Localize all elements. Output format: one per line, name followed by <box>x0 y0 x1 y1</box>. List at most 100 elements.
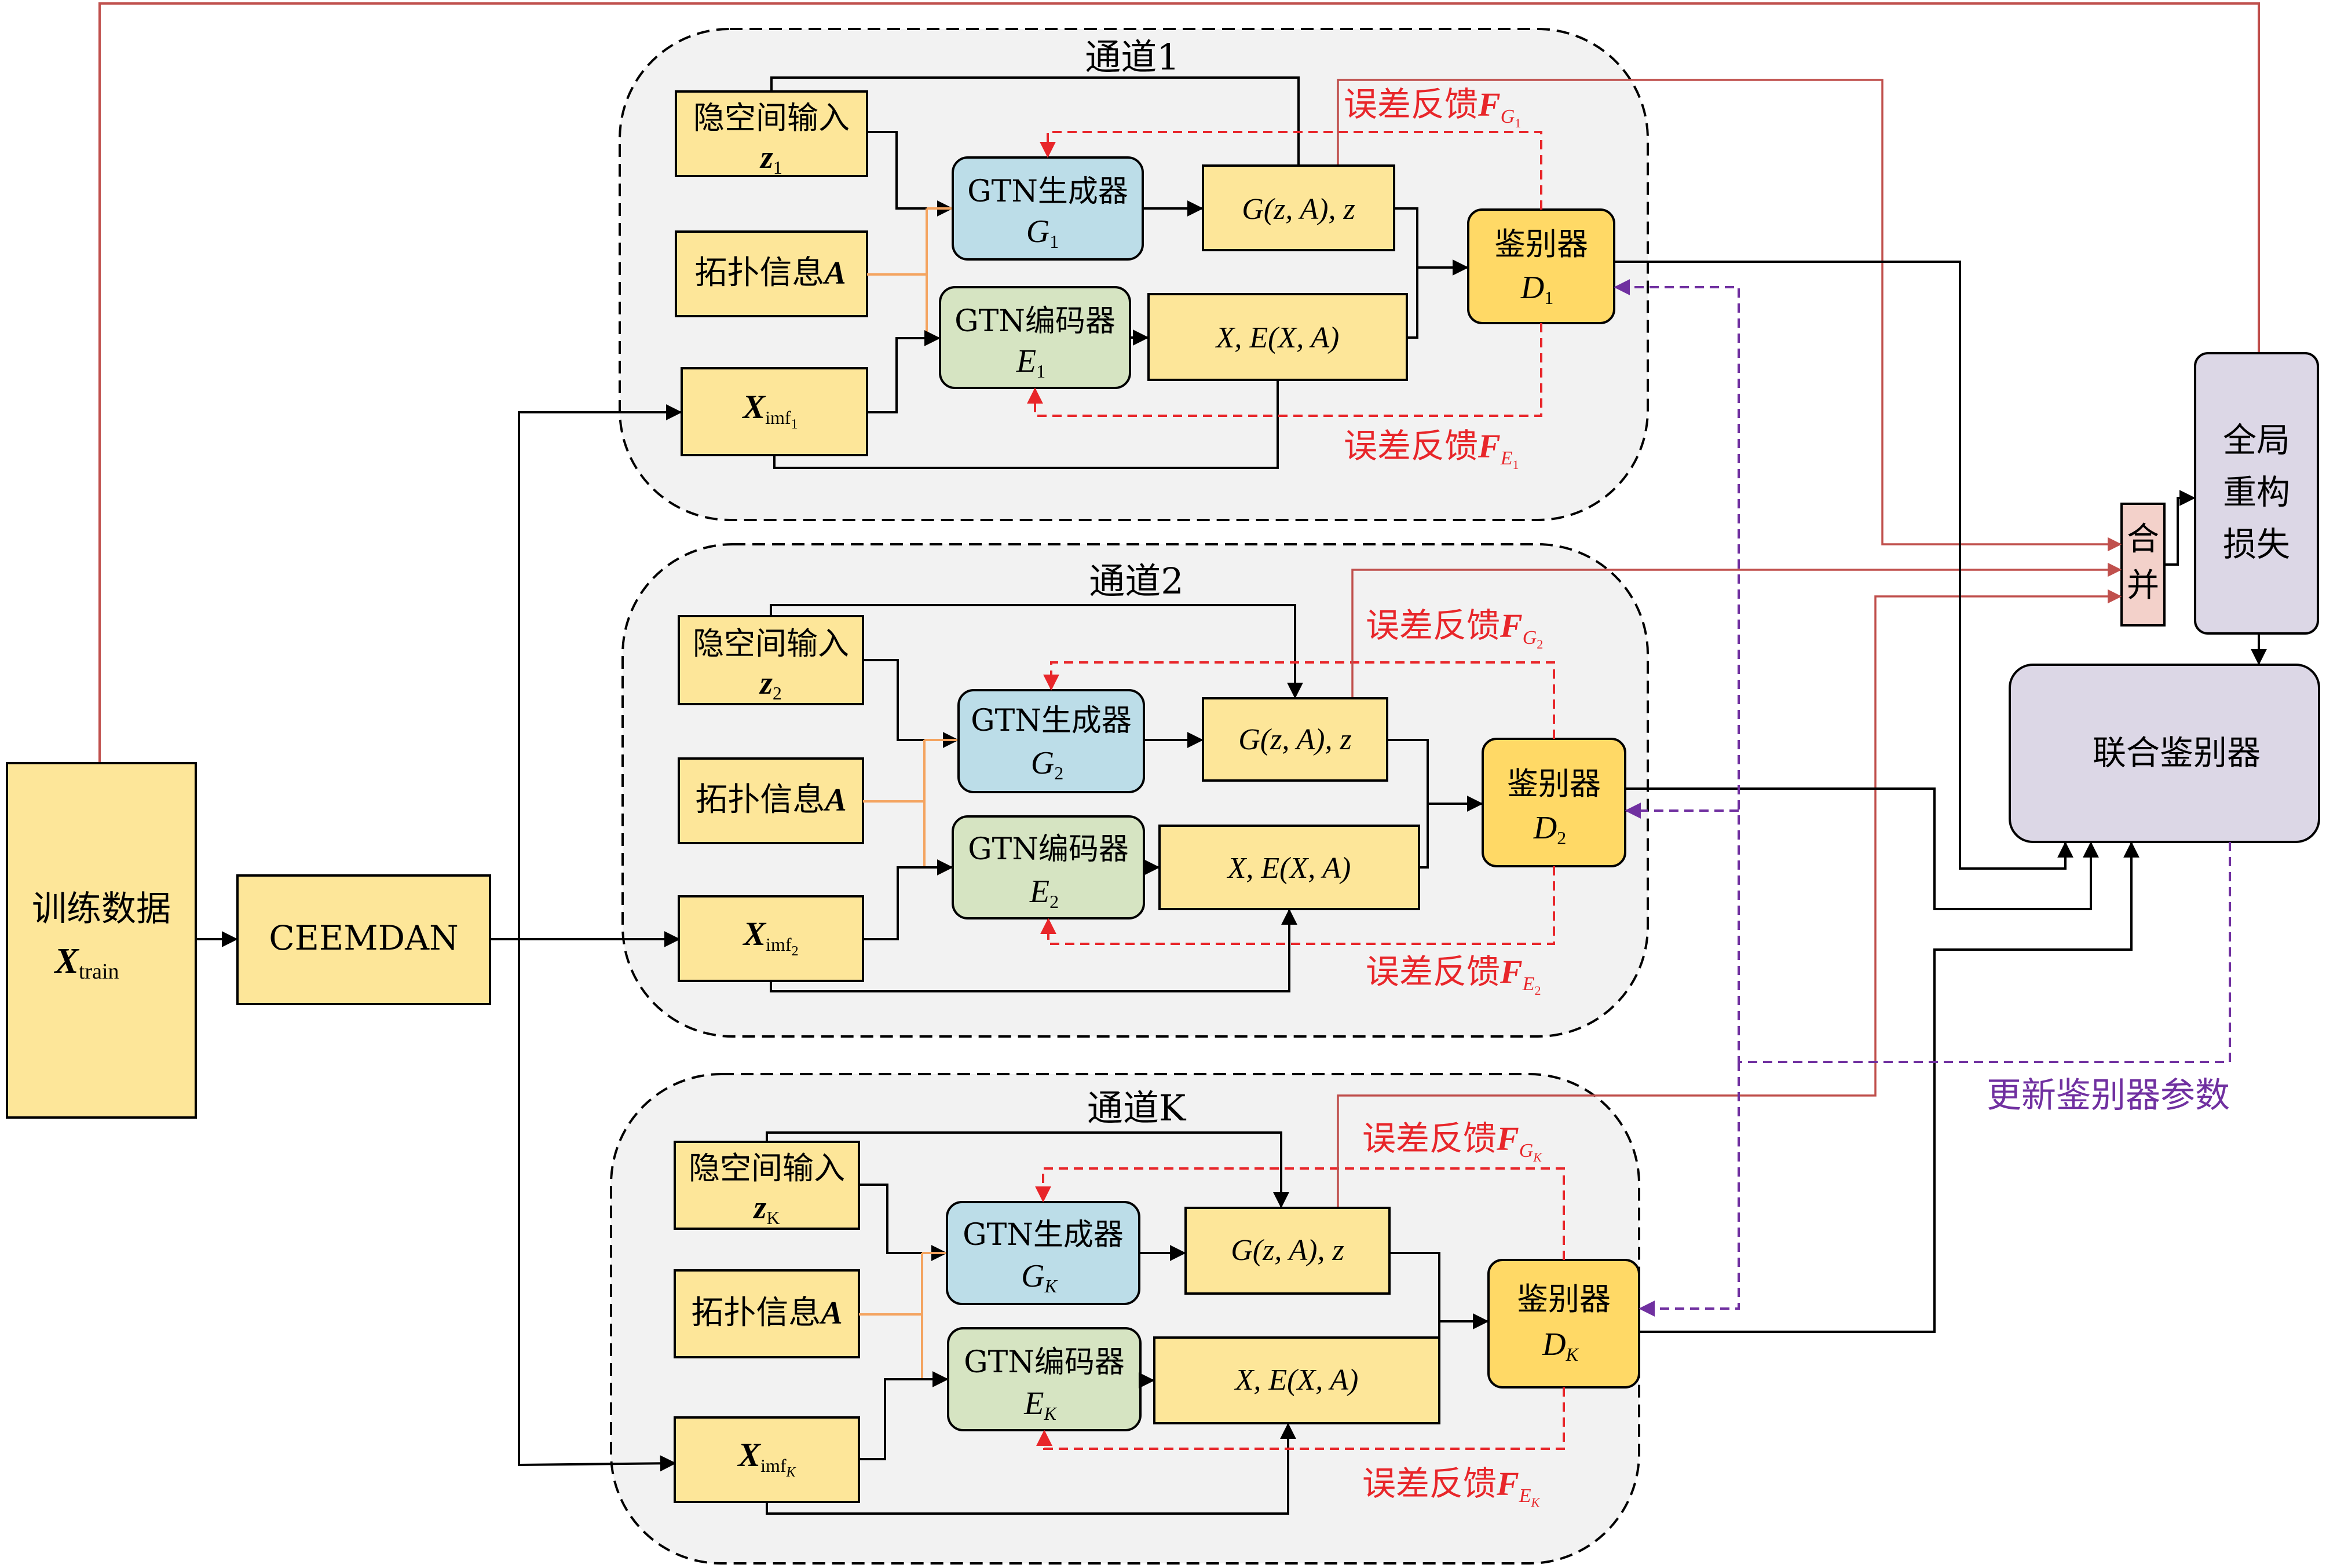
chk-feedback-g-sub: G <box>1519 1140 1534 1162</box>
chk-discriminator-label: 鉴别器 <box>1517 1281 1611 1317</box>
channel-1-panel <box>619 28 1649 521</box>
ch2-z-symbol: z <box>759 665 773 701</box>
svg-text:D2: D2 <box>1533 810 1566 848</box>
chk-encoder-e: E <box>1023 1386 1044 1422</box>
ch2-feedback-g-f: F <box>1500 607 1523 644</box>
ch1-feedback-g-idx: 1 <box>1515 116 1521 130</box>
ch1-discriminator-label: 鉴别器 <box>1494 226 1588 262</box>
ch2-feedback-g-idx: 2 <box>1537 637 1543 651</box>
ch2-discriminator-d: D <box>1533 810 1557 846</box>
svg-text:G2: G2 <box>1031 745 1063 783</box>
svg-text:误差反馈FEK: 误差反馈FEK <box>1362 1464 1540 1510</box>
chk-latent-label: 隐空间输入 <box>689 1150 845 1186</box>
ch1-discriminator-d: D <box>1520 270 1544 306</box>
global-loss-line-3: 损失 <box>2223 525 2290 564</box>
ch2-generator-label: GTN生成器 <box>971 704 1132 738</box>
svg-text:拓扑信息A: 拓扑信息A <box>691 1294 842 1332</box>
channel-k-title: 通道K <box>1087 1087 1187 1129</box>
d1-to-joint-line <box>1614 261 2073 870</box>
channel-2: 通道2 隐空间输入 z2 拓扑信息A Ximf2 GTN生成器 G2 GTN编码… <box>678 560 1626 998</box>
dk-to-joint-line <box>1639 841 2140 1333</box>
ceemdan-to-chk-arrow <box>518 939 676 1472</box>
ch2-gen-output-box <box>1202 697 1388 782</box>
merge-to-loss-arrow <box>2164 490 2196 566</box>
channel-k: 通道K 隐空间输入 zK 拓扑信息A XimfK GTN生成器 GK GTN编码… <box>674 1087 1640 1515</box>
input-x-symbol: X <box>54 941 80 981</box>
svg-text:DK: DK <box>1542 1327 1579 1365</box>
svg-text:EK: EK <box>1023 1386 1057 1424</box>
ch2-ximf-sub: imf <box>766 934 792 955</box>
ch1-z-index: 1 <box>773 157 782 178</box>
chk-feedback-e-idx: K <box>1530 1495 1540 1510</box>
ch1-feedback-g-label: 误差反馈 <box>1344 85 1478 124</box>
svg-text:误差反馈FG2: 误差反馈FG2 <box>1366 606 1543 651</box>
svg-text:拓扑信息A: 拓扑信息A <box>695 781 846 819</box>
ch1-topology-label: 拓扑信息 <box>694 254 824 292</box>
merge-char-2: 并 <box>2127 567 2159 605</box>
ch2-latent-label: 隐空间输入 <box>693 625 849 662</box>
ch2-encoder-idx: 2 <box>1049 891 1059 912</box>
ch1-gen-output-label: G(z, A), z <box>1242 193 1355 226</box>
chk-z-index: K <box>766 1207 780 1228</box>
chk-ximf-x: X <box>737 1436 761 1474</box>
global-recon-line <box>98 2 2260 763</box>
global-loss-line-2: 重构 <box>2223 472 2290 512</box>
chk-generator-g: G <box>1021 1258 1044 1294</box>
svg-text:误差反馈FE1: 误差反馈FE1 <box>1344 426 1519 472</box>
chk-latent-box <box>674 1141 860 1230</box>
ceemdan-box: CEEMDAN <box>236 874 491 1005</box>
chk-gen-output-box <box>1184 1207 1391 1295</box>
ch1-feedback-e-f: F <box>1477 427 1501 465</box>
ch2-topology-box <box>678 757 864 844</box>
ch2-encoder-label: GTN编码器 <box>968 832 1129 867</box>
chk-feedback-e-label: 误差反馈 <box>1362 1464 1497 1503</box>
ch2-feedback-g-label: 误差反馈 <box>1366 606 1500 645</box>
input-training-data-box: 训练数据 Xtrain <box>6 762 197 1119</box>
chk-discriminator-d: D <box>1542 1327 1566 1362</box>
channel-1-title: 通道1 <box>1085 36 1179 78</box>
ch1-feedback-e-idx: 1 <box>1512 457 1519 472</box>
chk-to-merge-line <box>1337 589 2122 1207</box>
ch1-topology-a: A <box>822 255 846 291</box>
ch2-generator-idx: 2 <box>1054 763 1063 783</box>
ch2-gen-output-label: G(z, A), z <box>1238 723 1351 756</box>
svg-text:D1: D1 <box>1520 270 1553 308</box>
ch2-feedback-e-idx: 2 <box>1534 983 1541 998</box>
svg-text:E1: E1 <box>1016 343 1045 382</box>
ch1-feedback-g-f: F <box>1477 86 1501 123</box>
ch2-ximf-idx: 2 <box>792 944 799 959</box>
chk-enc-output-label: X, E(X, A) <box>1234 1364 1359 1397</box>
input-label: 训练数据 <box>32 889 171 929</box>
d2-to-joint-line <box>1625 787 2099 910</box>
ch2-feedback-e-sub: E <box>1522 973 1535 995</box>
chk-discriminator-box <box>1487 1259 1640 1389</box>
ch1-ximf-box <box>681 367 868 456</box>
ch2-discriminator-box <box>1482 738 1626 867</box>
svg-text:z2: z2 <box>759 665 782 704</box>
ch1-feedback-e-sub: E <box>1500 448 1513 469</box>
ch1-encoder-label: GTN编码器 <box>954 304 1116 339</box>
ch1-ximf-sub: imf <box>765 407 791 428</box>
update-discriminator-label: 更新鉴别器参数 <box>1987 1075 2230 1116</box>
ch1-discriminator-idx: 1 <box>1544 287 1553 308</box>
global-loss-line-1: 全局 <box>2223 420 2290 460</box>
ch1-latent-label: 隐空间输入 <box>693 100 850 136</box>
chk-topology-label: 拓扑信息 <box>691 1294 821 1332</box>
ch2-ximf-box <box>678 895 864 982</box>
svg-text:z1: z1 <box>759 140 782 178</box>
ch2-discriminator-idx: 2 <box>1557 827 1566 848</box>
ch2-enc-output-label: X, E(X, A) <box>1227 852 1351 885</box>
global-loss-box: 全局 重构 损失 <box>2194 352 2319 635</box>
chk-gen-output-label: G(z, A), z <box>1231 1234 1344 1267</box>
chk-generator-idx: K <box>1044 1276 1058 1296</box>
ch2-encoder-e: E <box>1029 874 1049 910</box>
svg-text:Xtrain: Xtrain <box>54 941 119 984</box>
chk-feedback-g-f: F <box>1496 1120 1519 1157</box>
ch2-topology-label: 拓扑信息 <box>695 781 825 819</box>
ch2-latent-box <box>678 615 864 705</box>
ch1-latent-box <box>675 90 868 177</box>
svg-text:误差反馈FGK: 误差反馈FGK <box>1362 1119 1542 1164</box>
svg-text:E2: E2 <box>1029 874 1059 912</box>
channel-2-title: 通道2 <box>1089 560 1183 602</box>
